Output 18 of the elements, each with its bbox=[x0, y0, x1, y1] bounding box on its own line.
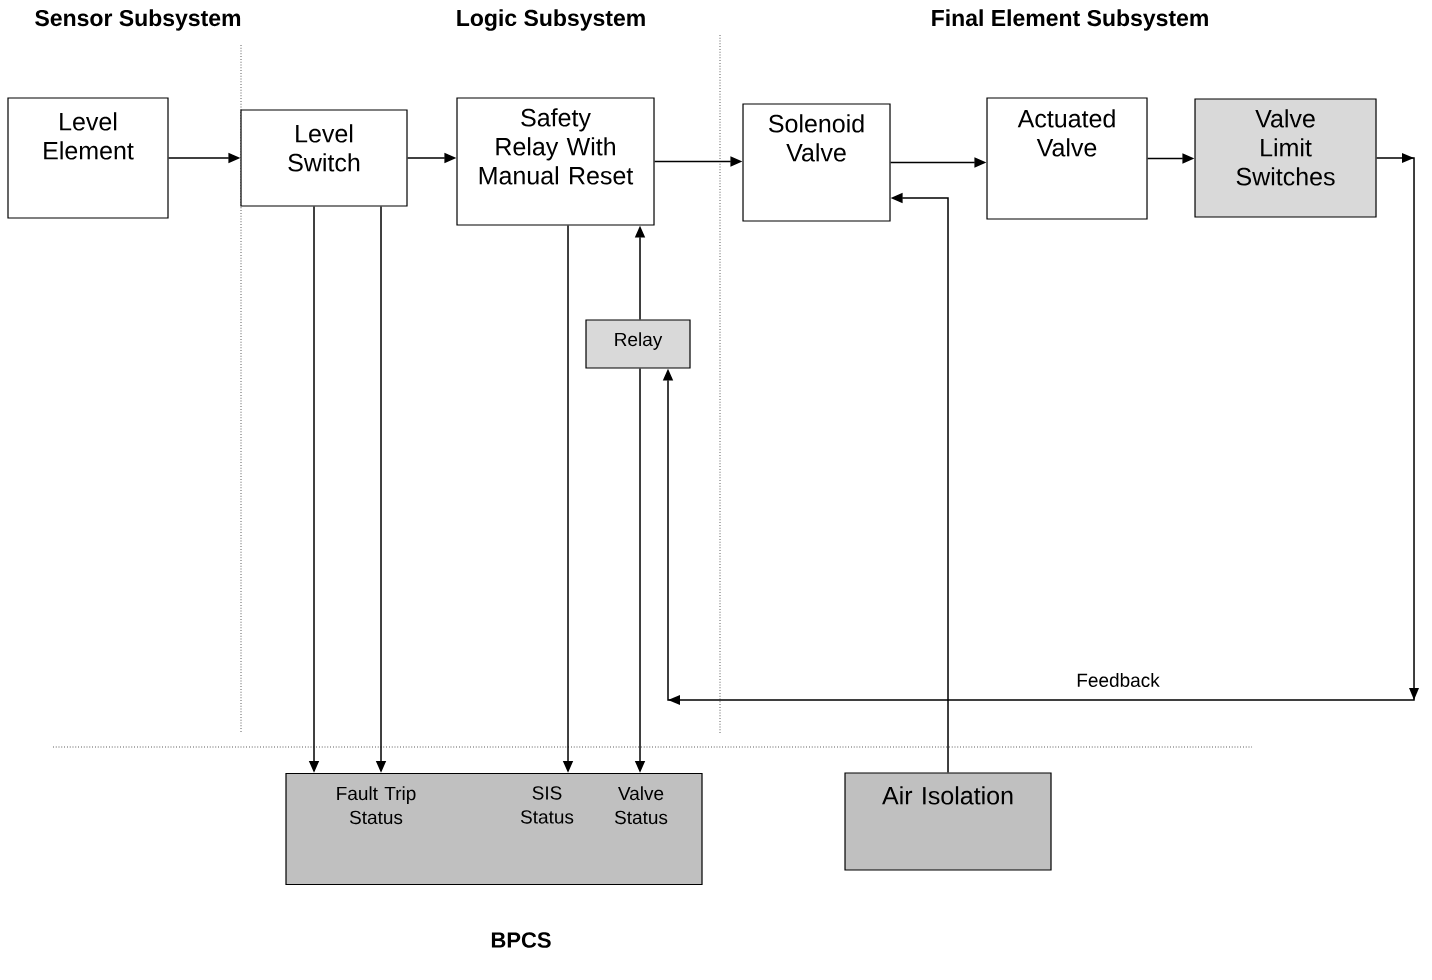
process-box: Actuated Valve bbox=[986, 97, 1148, 220]
relay-box: Relay bbox=[585, 319, 691, 369]
process-box: Level Element bbox=[7, 97, 169, 219]
arrow bbox=[662, 153, 1419, 705]
section-heading: Final Element Subsystem bbox=[932, 9, 1208, 31]
process-box: Solenoid Valve bbox=[742, 103, 891, 222]
node-label: Valve Status bbox=[614, 786, 668, 825]
section-heading: Logic Subsystem bbox=[457, 9, 645, 31]
process-box: Level Switch bbox=[240, 109, 408, 207]
node-label: Fault Trip Status bbox=[337, 786, 416, 825]
process-box: Safety Relay With Manual Reset bbox=[456, 97, 655, 226]
process-box: Fault Trip Status SIS Status Valve Status bbox=[285, 772, 703, 886]
node-label: SIS Status bbox=[520, 786, 574, 824]
process-box: Air Isolation bbox=[844, 772, 1052, 871]
section-heading: Sensor Subsystem bbox=[35, 9, 241, 31]
edge-label: Feedback bbox=[1074, 671, 1162, 689]
process-box: Valve Limit Switches bbox=[1194, 98, 1377, 218]
section-label: BPCS bbox=[491, 932, 551, 948]
